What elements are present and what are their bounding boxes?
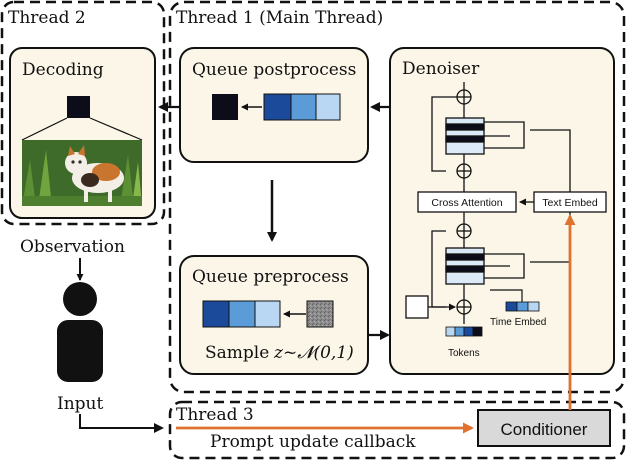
denoiser-title: Denoiser [402,59,480,79]
decoded-cat-image [22,140,142,206]
input-latent-square [405,295,429,319]
denoiser-unet [431,82,525,324]
projection-line-right [89,117,143,141]
queue-preprocess-label: Queue preprocess [192,267,349,287]
conditioner-label: Conditioner [501,420,588,439]
tokens-label: Tokens [448,348,480,359]
sample-text: Sample [205,343,269,363]
queue-pre-latents [202,300,281,328]
thread2-region [0,0,166,226]
cross-attention-box [417,191,517,213]
thread1-title: Thread 1 (Main Thread) [176,8,383,28]
latent-block [67,96,90,118]
queue-postprocess-label: Queue postprocess [192,60,356,80]
sample-formula: z~𝓝(0,1) [273,343,354,363]
conditioner-box [477,409,611,447]
prompt-update-callback-label: Prompt update callback [210,432,416,452]
thread3-title: Thread 3 [176,405,254,425]
noise-sample-block [306,300,334,328]
queue-post-output-block [212,94,238,120]
cross-attention-label: Cross Attention [431,197,502,209]
text-embed-to-upper [530,129,571,192]
time-embed-arrow [490,289,523,302]
time-embed-label: Time Embed [490,317,546,328]
text-embed-label: Text Embed [542,197,598,209]
tokens-block [445,326,483,337]
input-to-thread3-arrow [79,414,164,433]
decoding-label: Decoding [22,60,104,80]
projection-line-left [21,117,68,141]
observation-label: Observation [20,237,125,257]
input-label: Input [57,394,103,414]
thread2-title: Thread 2 [8,8,86,28]
thread1-region [168,0,626,394]
thread3-region [168,400,626,460]
queue-post-latents [263,93,341,121]
user-person-icon [57,282,103,382]
time-embed-block [505,301,540,312]
